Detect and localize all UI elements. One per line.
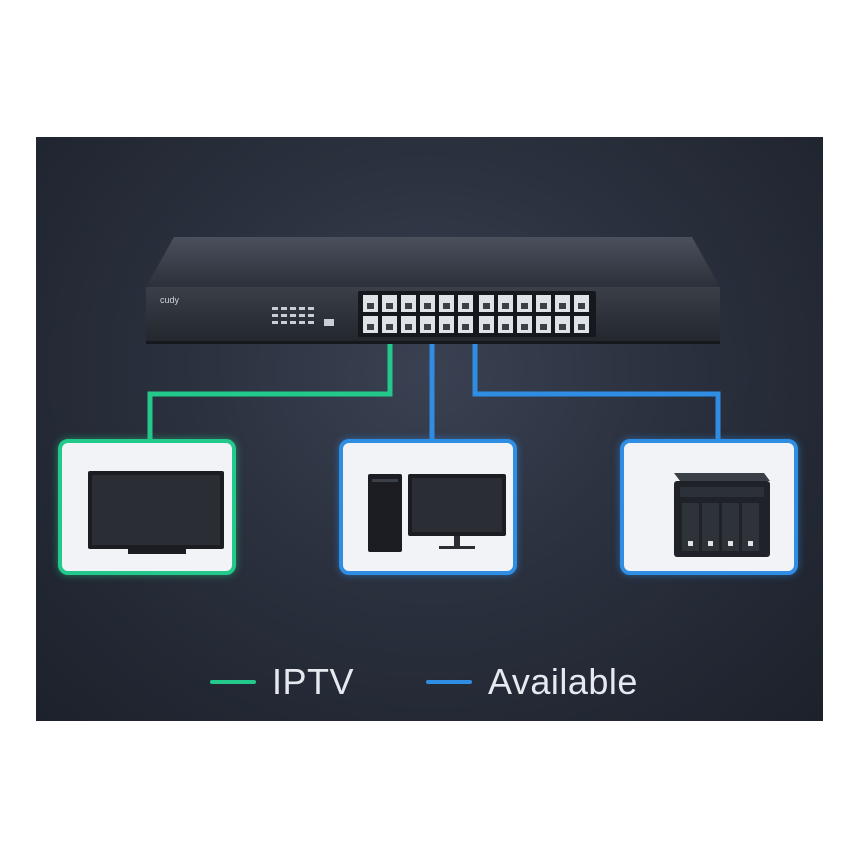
- legend-swatch-available: [426, 680, 472, 684]
- legend-item-iptv: IPTV: [210, 657, 354, 707]
- legend-swatch-iptv: [210, 680, 256, 684]
- nas-storage-icon: [674, 473, 770, 557]
- desktop-computer-icon: [368, 474, 506, 552]
- available-link-line-nas: [472, 339, 721, 442]
- legend-item-available: Available: [426, 657, 638, 707]
- switch-brand-label: cudy: [160, 295, 180, 305]
- legend: IPTV Available: [36, 657, 823, 707]
- network-switch: cudy: [146, 237, 720, 345]
- legend-label-available: Available: [488, 661, 638, 702]
- desktop-device-card: [339, 439, 517, 575]
- network-switch-icon: [146, 237, 720, 344]
- legend-label-iptv: IPTV: [272, 661, 355, 702]
- diagram-panel: cudy: [36, 137, 823, 721]
- iptv-link-line: [147, 339, 393, 442]
- nas-device-card: [620, 439, 798, 575]
- tv-icon: [88, 471, 224, 554]
- tv-device-card: [58, 439, 236, 575]
- connection-lines: [147, 339, 721, 442]
